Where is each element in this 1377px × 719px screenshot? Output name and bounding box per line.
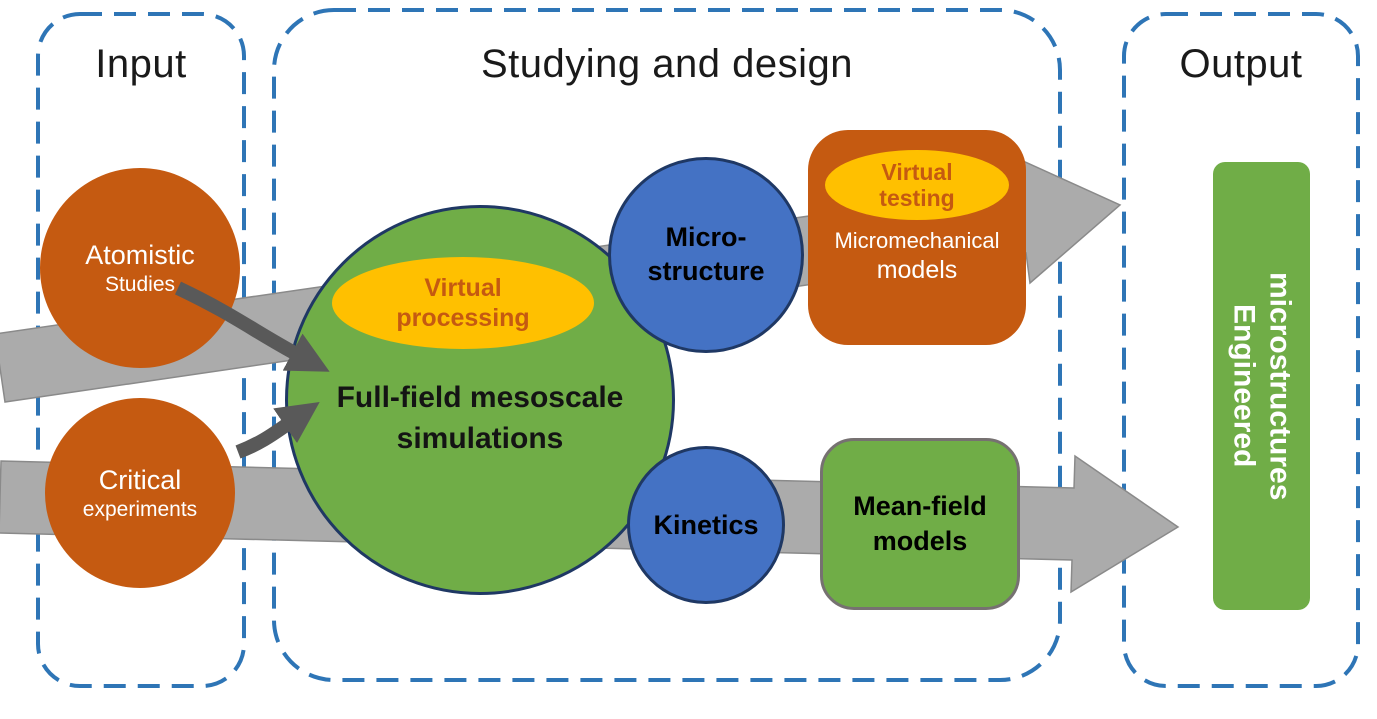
engineered-line1: Engineered xyxy=(1227,304,1261,468)
microstructure-line1: Micro- xyxy=(665,222,747,253)
kinetics-label: Kinetics xyxy=(653,509,759,540)
input-section-title: Input xyxy=(95,42,187,86)
engineered-label: Engineered microstructures xyxy=(1226,272,1298,500)
virtual-testing-badge: Virtual testing xyxy=(825,150,1009,220)
virtual-testing-line1: Virtual xyxy=(881,158,953,185)
output-section-title: Output xyxy=(1179,42,1303,86)
microstructure-node: Micro- structure xyxy=(608,157,804,353)
critical-label-line2: experiments xyxy=(82,497,198,521)
mean-field-line2: models xyxy=(872,526,968,556)
critical-label-line1: Critical xyxy=(98,464,182,495)
full-field-label: Full-field mesoscale simulations xyxy=(285,378,675,459)
virtual-processing-line1: Virtual xyxy=(424,274,502,302)
engineered-line2: microstructures xyxy=(1263,271,1297,501)
mean-field-models-node: Mean-field models xyxy=(820,438,1020,610)
full-field-line2: simulations xyxy=(396,421,564,455)
atomistic-studies-node: Atomistic Studies xyxy=(40,168,240,368)
virtual-processing-line2: processing xyxy=(396,304,530,332)
virtual-processing-badge: Virtual processing xyxy=(332,257,594,349)
output-section-outline xyxy=(1122,12,1360,688)
micromechanical-models-node: Virtual testing Micromechanical models xyxy=(808,130,1026,345)
atomistic-label-line1: Atomistic xyxy=(85,239,195,270)
microstructure-line2: structure xyxy=(647,256,765,286)
full-field-line1: Full-field mesoscale xyxy=(336,381,624,414)
micromechanical-line1: Micromechanical xyxy=(834,228,1000,253)
critical-experiments-node: Critical experiments xyxy=(45,398,235,588)
studying-section-title: Studying and design xyxy=(481,42,853,86)
virtual-testing-line2: testing xyxy=(879,185,955,211)
kinetics-node: Kinetics xyxy=(627,446,785,604)
micromechanical-label: Micromechanical models xyxy=(834,228,999,285)
mean-field-line1: Mean-field xyxy=(853,490,987,521)
engineered-microstructures-node: Engineered microstructures xyxy=(1213,162,1310,610)
atomistic-label-line2: Studies xyxy=(104,272,176,296)
micromechanical-line2: models xyxy=(876,256,958,284)
studying-section-outline xyxy=(272,8,1062,682)
